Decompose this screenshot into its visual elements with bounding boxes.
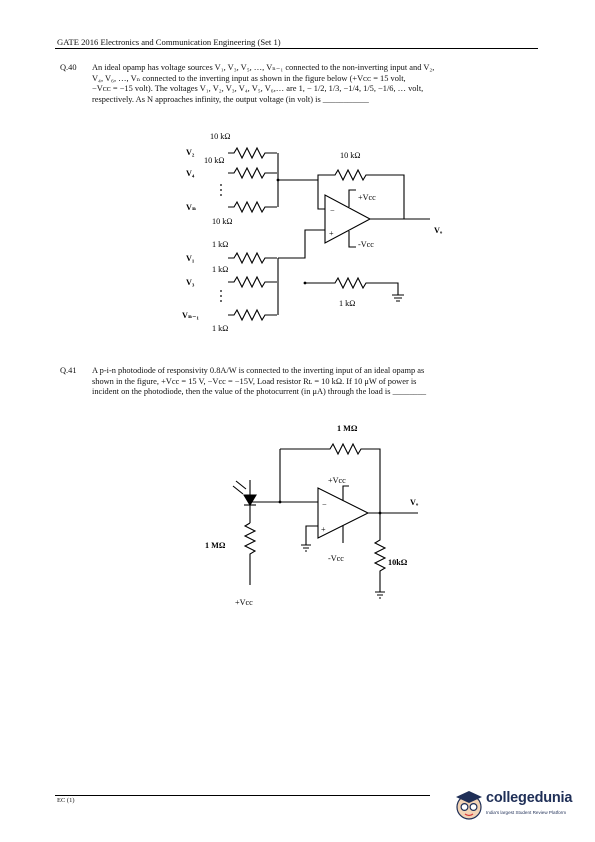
q40-resistor-v2 [228, 146, 277, 160]
footer-rule [55, 795, 430, 796]
q40-text: An ideal opamp has voltage sources V₁, V… [92, 63, 542, 105]
q41-photodiode-icon [243, 494, 257, 507]
q40-label-r-bot-b: 1 kΩ [212, 265, 228, 274]
q41-load-resistor [373, 513, 387, 592]
q41-circuit [232, 442, 418, 599]
q40-source-vn: Vₙ [186, 203, 196, 212]
q40-number: Q.40 [60, 63, 77, 72]
q40-label-r-bot-c: 1 kΩ [212, 324, 228, 333]
q41-ground-icon-load [375, 591, 385, 599]
q41-line-1: A p-i-n photodiode of responsivity 0.8A/… [92, 366, 425, 375]
q41-labels: 1 MΩ 1 MΩ 10kΩ +Vcc -Vcc +Vcc Vₒ − + [205, 424, 419, 607]
q41-label-r-bias: 1 MΩ [205, 541, 226, 550]
q40-plus-sign: + [329, 229, 334, 238]
q40-source-vn1: Vₙ₋₁ [182, 311, 199, 320]
q41-wire-to-minus [279, 449, 318, 503]
q40-label-r-ground: 1 kΩ [339, 299, 355, 308]
q40-wire-to-minus [278, 179, 325, 210]
q40-resistor-v3 [228, 275, 277, 289]
footer-code: EC (1) [57, 797, 75, 804]
q40-vcc-pin [348, 189, 356, 207]
q40-ground-resistor [305, 276, 399, 295]
q41-label-r-feedback: 1 MΩ [337, 424, 358, 433]
q40-resistor-v4 [228, 166, 277, 180]
q40-label-r-feedback: 10 kΩ [340, 151, 360, 160]
q41-ground-icon-plus [301, 544, 311, 552]
q41-line-2: shown in the figure, +Vcc = 15 V, −Vcc =… [92, 376, 417, 386]
q40-source-v3: V₃ [186, 278, 195, 287]
q41-line-3: incident on the photodiode, then the val… [92, 387, 427, 397]
q40-wire-to-plus [278, 229, 325, 259]
mascot-icon [456, 791, 482, 820]
q40-opamp [324, 194, 372, 244]
q41-label-r-load: 10kΩ [388, 558, 408, 567]
q41-plus-sign: + [321, 525, 326, 534]
q40-label-r-top-a: 10 kΩ [210, 132, 230, 141]
q40-label-r-bot-a: 1 kΩ [212, 240, 228, 249]
q41-bias-resistor [243, 522, 257, 585]
q41-output-label: Vₒ [410, 498, 419, 507]
q40-labels: 10 kΩ 10 kΩ 10 kΩ 10 kΩ 1 kΩ 1 kΩ 1 kΩ 1… [182, 132, 443, 333]
q40-line-1: An ideal opamp has voltage sources V₁, V… [92, 63, 435, 72]
q40-output-label: Vₒ [434, 226, 443, 235]
header-title: GATE 2016 Electronics and Communication … [57, 37, 281, 47]
q41-supply-neg: -Vcc [328, 554, 344, 563]
q40-supply-pos: +Vcc [358, 193, 376, 202]
q40-label-r-n: 10 kΩ [212, 217, 232, 226]
q41-text: A p-i-n photodiode of responsivity 0.8A/… [92, 366, 542, 398]
collegedunia-logo: collegedunia India's largest Student Rev… [450, 786, 590, 826]
q41-light-arrows-icon [232, 480, 247, 495]
q40-line-3: −Vᴄᴄ = −15 volt). The voltages V₁, V₂, V… [92, 84, 424, 94]
header-rule [55, 48, 538, 49]
q40-label-r-top-b: 10 kΩ [204, 156, 224, 165]
q40-supply-neg: -Vcc [358, 240, 374, 249]
q40-line-4: respectively. As N approaches infinity, … [92, 94, 369, 104]
q40-neg-vcc-pin [348, 231, 356, 248]
q40-resistor-vn1 [228, 308, 277, 322]
logo-name: collegedunia [486, 790, 573, 806]
q41-vcc-pin [342, 485, 349, 501]
q41-bias-supply: +Vcc [235, 598, 253, 607]
logo-tagline: India's largest Student Review Platform [486, 810, 567, 815]
q40-feedback-resistor [317, 168, 405, 219]
q41-feedback-resistor [280, 442, 381, 513]
q40-ground-icon [392, 294, 404, 302]
q40-minus-sign: − [330, 206, 335, 215]
q40-dots [220, 178, 307, 302]
q41-supply-pos: +Vcc [328, 476, 346, 485]
q41-dots [278, 500, 382, 515]
q40-line-2: V₄, V₆, …, Vₙ connected to the inverting… [92, 73, 406, 83]
q40-circuit [228, 146, 430, 322]
q40-source-v1: V₁ [186, 254, 195, 263]
q41-minus-sign: − [322, 500, 327, 509]
q40-source-v4: V₄ [186, 169, 195, 178]
q41-number: Q.41 [60, 366, 77, 375]
q40-resistor-vn [228, 200, 277, 214]
q40-resistor-v1 [228, 251, 277, 265]
q40-source-v2: V₂ [186, 148, 195, 157]
q41-plus-wire [305, 525, 318, 545]
